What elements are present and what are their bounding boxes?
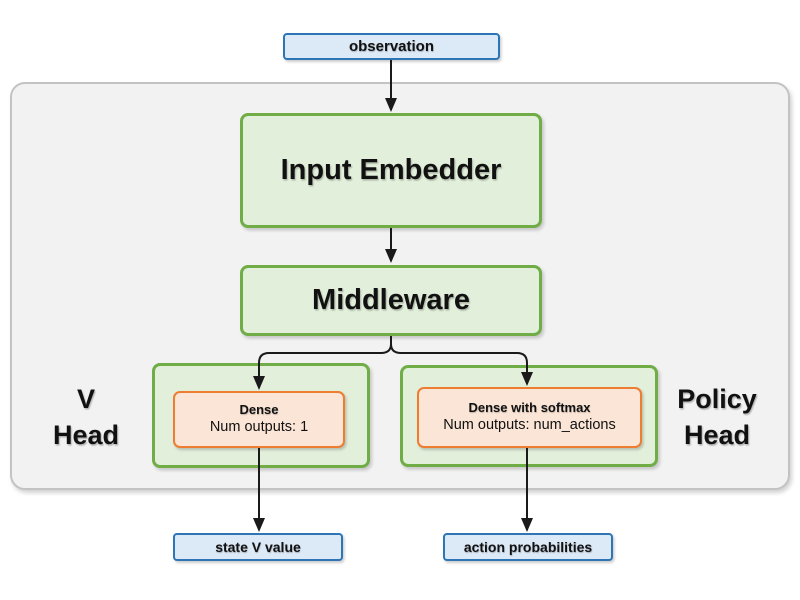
action-probabilities-node: action probabilities bbox=[443, 533, 613, 561]
observation-label: observation bbox=[348, 38, 435, 55]
v-head-label: V Head bbox=[36, 381, 136, 454]
middleware-block: Middleware bbox=[240, 265, 542, 336]
policy-head-layer-title: Dense with softmax bbox=[468, 399, 591, 415]
policy-head-label: Policy Head bbox=[652, 381, 782, 454]
policy-head-label-line1: Policy bbox=[677, 384, 757, 414]
policy-head-label-line2: Head bbox=[683, 420, 751, 451]
v-head-label-line2: Head bbox=[52, 420, 120, 451]
policy-head-layer-subtitle: Num outputs: num_actions bbox=[443, 417, 616, 434]
state-v-value-label: state V value bbox=[215, 539, 301, 555]
input-embedder-label: Input Embedder bbox=[280, 154, 502, 186]
v-head-layer-title: Dense bbox=[239, 401, 279, 417]
action-probabilities-label: action probabilities bbox=[463, 539, 593, 555]
policy-head-dense-layer: Dense with softmax Num outputs: num_acti… bbox=[417, 387, 642, 448]
v-head-dense-layer: Dense Num outputs: 1 bbox=[173, 391, 345, 448]
input-embedder-block: Input Embedder bbox=[240, 113, 542, 228]
state-v-value-node: state V value bbox=[173, 533, 343, 561]
v-head-layer-subtitle: Num outputs: 1 bbox=[209, 419, 309, 436]
middleware-label: Middleware bbox=[312, 284, 470, 316]
v-head-label-line1: V bbox=[76, 384, 95, 414]
observation-node: observation bbox=[283, 33, 500, 60]
